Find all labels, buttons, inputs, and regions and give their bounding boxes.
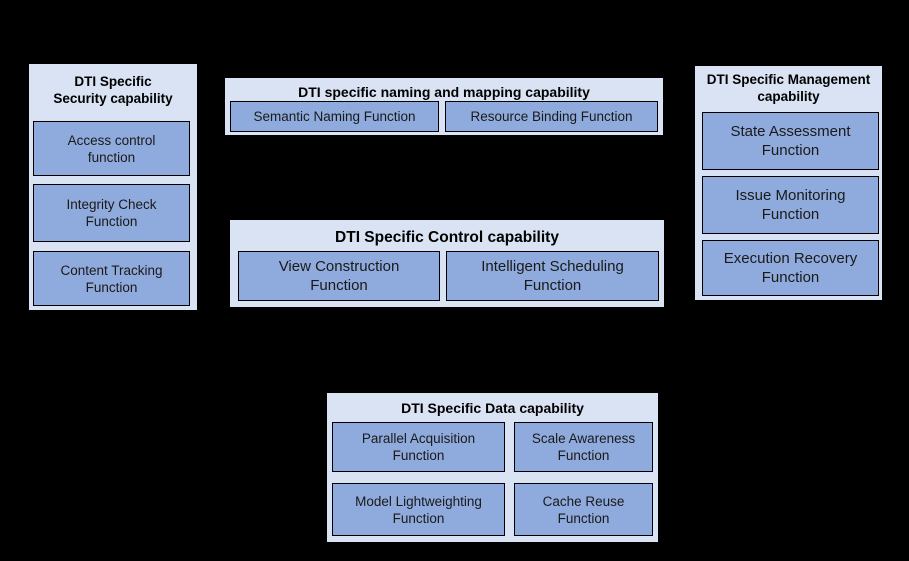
- management-panel-title: DTI Specific Management capability: [706, 72, 871, 104]
- data-panel-title: DTI Specific Data capability: [401, 400, 584, 416]
- function-box-state-assessment: State Assessment Function: [702, 112, 879, 170]
- parallel-acquisition-function-label: Parallel Acquisition Function: [361, 431, 476, 463]
- panel-data-capability: DTI Specific Data capability Parallel Ac…: [325, 391, 660, 544]
- content-tracking-function-label: Content Tracking Function: [60, 262, 163, 295]
- function-box-intelligent-scheduling: Intelligent Scheduling Function: [446, 251, 659, 301]
- view-construction-function-label: View Construction Function: [278, 258, 400, 294]
- control-panel-title: DTI Specific Control capability: [335, 229, 559, 246]
- naming-panel-title: DTI specific naming and mapping capabili…: [298, 84, 590, 100]
- function-box-resource-binding: Resource Binding Function: [445, 101, 658, 132]
- panel-control-capability: DTI Specific Control capability View Con…: [228, 218, 666, 309]
- execution-recovery-function-label: Execution Recovery Function: [723, 250, 858, 286]
- function-box-model-lightweighting: Model Lightweighting Function: [332, 483, 505, 536]
- panel-naming-mapping-capability: DTI specific naming and mapping capabili…: [223, 76, 665, 137]
- function-box-integrity-check: Integrity Check Function: [33, 184, 190, 242]
- function-box-content-tracking: Content Tracking Function: [33, 251, 190, 306]
- function-box-view-construction: View Construction Function: [238, 251, 440, 301]
- function-box-semantic-naming: Semantic Naming Function: [230, 101, 439, 132]
- function-box-scale-awareness: Scale Awareness Function: [514, 422, 653, 472]
- function-box-cache-reuse: Cache Reuse Function: [514, 483, 653, 536]
- access-control-function-label: Access control function: [67, 132, 156, 165]
- panel-security-capability: DTI Specific Security capability Access …: [27, 62, 199, 312]
- issue-monitoring-function-label: Issue Monitoring Function: [735, 187, 846, 223]
- resource-binding-function-label: Resource Binding Function: [470, 108, 633, 124]
- function-box-access-control: Access control function: [33, 121, 190, 176]
- function-box-parallel-acquisition: Parallel Acquisition Function: [332, 422, 505, 472]
- integrity-check-function-label: Integrity Check Function: [66, 197, 157, 229]
- semantic-naming-function-label: Semantic Naming Function: [253, 108, 416, 124]
- panel-management-capability: DTI Specific Management capability State…: [693, 64, 884, 302]
- cache-reuse-function-label: Cache Reuse Function: [542, 493, 625, 526]
- model-lightweighting-function-label: Model Lightweighting Function: [355, 493, 482, 526]
- scale-awareness-function-label: Scale Awareness Function: [531, 431, 636, 463]
- function-box-issue-monitoring: Issue Monitoring Function: [702, 176, 879, 234]
- state-assessment-function-label: State Assessment Function: [730, 123, 851, 159]
- function-box-execution-recovery: Execution Recovery Function: [702, 240, 879, 296]
- security-panel-title: DTI Specific Security capability: [53, 74, 173, 106]
- intelligent-scheduling-function-label: Intelligent Scheduling Function: [481, 258, 624, 294]
